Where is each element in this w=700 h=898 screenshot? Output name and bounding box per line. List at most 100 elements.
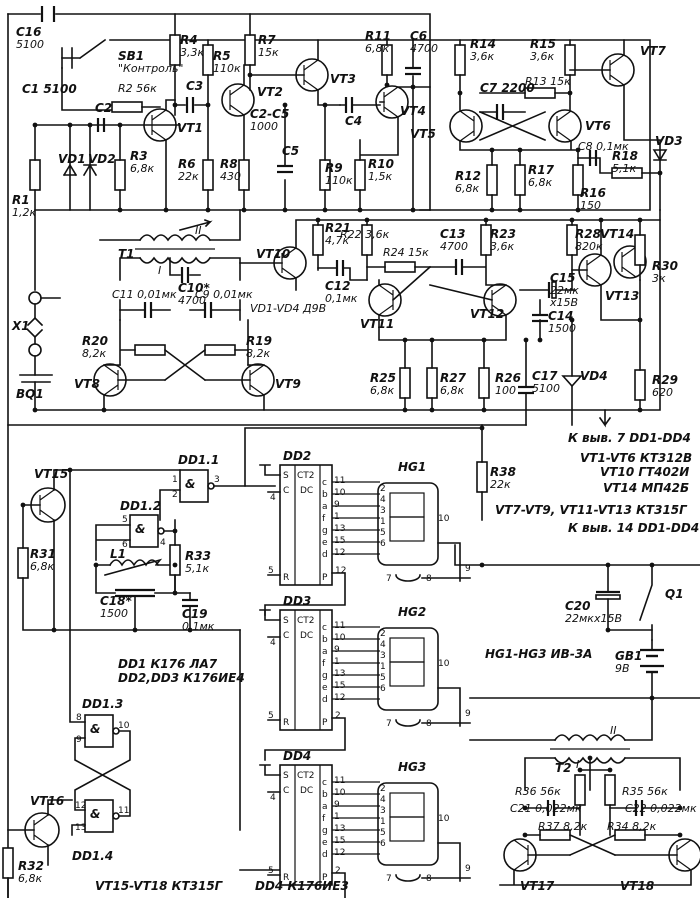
c16-label: 5100	[16, 38, 44, 51]
hg-pin: 1	[380, 517, 386, 527]
junction-dot	[322, 102, 328, 108]
c10-label: C10*	[178, 281, 211, 295]
junction-dot	[51, 627, 57, 633]
r19-label: R19	[246, 334, 272, 348]
c1-label: C1 5100	[22, 82, 77, 96]
gate-pin-12: 12	[75, 801, 86, 811]
seg-pin: 1	[334, 512, 340, 522]
gate-pin-1: 1	[172, 475, 178, 485]
hg-pin: 2	[380, 784, 386, 794]
r15-label: R15	[530, 37, 556, 51]
c20-label: 22мкх15В	[565, 612, 622, 625]
hg-pin: 3	[380, 806, 386, 816]
r1-label: 1,2к	[12, 206, 36, 219]
r37-label: R37 8,2к	[538, 820, 588, 833]
r31-label: 6,8к	[30, 560, 54, 573]
junction-dot	[587, 755, 593, 761]
junction-dot	[483, 217, 489, 223]
seg-b: b	[322, 790, 328, 800]
r32-label: R32	[18, 859, 44, 873]
vt10-label: VT10	[256, 247, 290, 261]
c4-label: C4	[345, 114, 362, 128]
seg-g: g	[322, 671, 328, 681]
winding-i: I	[576, 758, 579, 771]
junction-dot	[649, 695, 655, 701]
winding-ii: II	[610, 724, 617, 737]
r11-label: R11	[365, 29, 391, 43]
r14-label: R14	[470, 37, 496, 51]
hg-pin: 2	[380, 484, 386, 494]
junction-dot	[101, 407, 107, 413]
junction-dot	[357, 207, 363, 213]
pin-4: 4	[270, 793, 276, 803]
r14-label: 3,6к	[470, 50, 494, 63]
q1-label: Q1	[665, 587, 684, 601]
c22-label: C22 0,022мк	[625, 802, 697, 815]
vd3-label: VD3	[655, 134, 683, 148]
hg-pin: 4	[380, 795, 386, 805]
VT4-transistor	[375, 85, 409, 119]
gb1-label: 9В	[615, 662, 630, 675]
R38-resistor	[476, 461, 488, 493]
vt15-label: VT15	[34, 467, 68, 481]
pin-p: P	[322, 718, 328, 728]
chip-ct2: СТ2	[297, 616, 315, 626]
vt9-label: VT9	[275, 377, 301, 391]
note-pin14: К выв. 14 DD1-DD4	[568, 521, 699, 535]
r26-label: 100	[495, 384, 516, 397]
seg-pin: 15	[334, 836, 345, 846]
r8-label: 430	[220, 170, 241, 183]
seg-pin: 10	[334, 633, 346, 643]
r28-label: R28	[575, 227, 601, 241]
r33-label: R33	[185, 549, 211, 563]
junction-dot	[481, 337, 487, 343]
R32-resistor	[2, 847, 14, 879]
pin-s: S	[283, 771, 289, 781]
hg-pin-7: 7	[386, 719, 392, 729]
r6-label: 22к	[178, 170, 199, 183]
r4-label: R4	[180, 33, 198, 47]
gb1-label: GB1	[615, 649, 642, 663]
r38-label: R38	[490, 465, 516, 479]
r25-label: 6,8к	[370, 384, 394, 397]
R35-resistor	[604, 774, 616, 806]
c7-label: C7 2200	[480, 81, 535, 95]
junction-dot	[481, 407, 487, 413]
t1-label: T1	[118, 247, 135, 261]
junction-dot	[241, 207, 247, 213]
gate-pin-6: 6	[122, 540, 128, 550]
r17-label: 6,8к	[528, 176, 552, 189]
R19-resistor	[204, 344, 236, 356]
c18-label: C18*	[100, 594, 133, 608]
junction-dot	[575, 147, 581, 153]
junction-dot	[172, 528, 178, 534]
r16-label: R16	[580, 186, 606, 200]
R36-resistor	[574, 774, 586, 806]
r27-label: 6,8к	[440, 384, 464, 397]
hg-pin: 3	[380, 506, 386, 516]
pin-p: P	[322, 873, 328, 883]
gate-pin-10: 10	[118, 721, 130, 731]
r19-label: 8,2к	[246, 347, 270, 360]
hg-pin: 5	[380, 528, 386, 538]
amplifier-section	[7, 6, 668, 898]
vt7-label: VT7	[640, 44, 666, 58]
X1-plug	[28, 343, 42, 357]
junction-dot	[429, 407, 435, 413]
junction-dot	[489, 147, 495, 153]
c10-label: 4700	[178, 294, 206, 307]
VT5-transistor	[449, 109, 483, 143]
junction-dot	[117, 122, 123, 128]
r30-label: R30	[652, 259, 678, 273]
VT6-transistor	[548, 109, 582, 143]
r33-label: 5,1к	[185, 562, 209, 575]
VD3-diode	[652, 149, 668, 162]
hg-pin-10: 10	[438, 814, 450, 824]
c13-label: 4700	[440, 240, 468, 253]
c18-label: 1500	[100, 607, 128, 620]
junction-dot	[282, 102, 288, 108]
hg-pin: 5	[380, 673, 386, 683]
c14-label: 1500	[548, 322, 576, 335]
